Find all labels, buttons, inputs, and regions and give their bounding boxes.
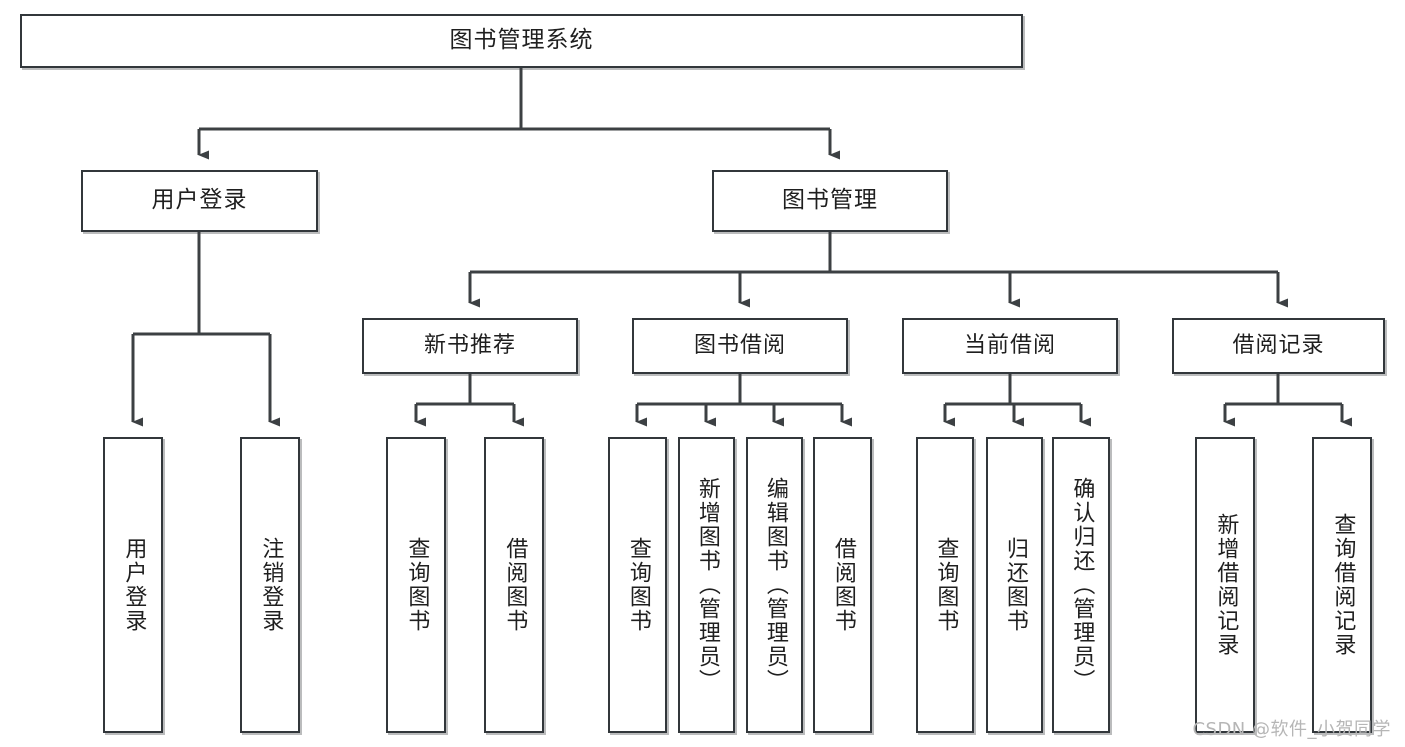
node-leaf-user-login-label: 用户登录 <box>121 537 147 633</box>
node-leaf-borrow-book-1[interactable]: 借阅图书 <box>484 437 544 733</box>
node-leaf-add-book-label: 新增图书（管理员） <box>694 477 720 693</box>
node-current-borrow[interactable]: 当前借阅 <box>902 318 1118 374</box>
node-leaf-return-book[interactable]: 归还图书 <box>986 437 1043 733</box>
node-leaf-query-record[interactable]: 查询借阅记录 <box>1312 437 1372 733</box>
node-leaf-add-record-label: 新增借阅记录 <box>1213 513 1239 657</box>
node-leaf-query-book-1[interactable]: 查询图书 <box>386 437 446 733</box>
node-user-login[interactable]: 用户登录 <box>81 170 318 232</box>
node-leaf-confirm-return[interactable]: 确认归还（管理员） <box>1052 437 1110 733</box>
node-leaf-query-book-2[interactable]: 查询图书 <box>608 437 667 733</box>
node-borrow-record[interactable]: 借阅记录 <box>1172 318 1385 374</box>
node-leaf-confirm-return-label: 确认归还（管理员） <box>1069 477 1095 693</box>
node-leaf-query-book-3-label: 查询图书 <box>933 537 959 633</box>
node-leaf-logout-login[interactable]: 注销登录 <box>240 437 300 733</box>
node-book-manage[interactable]: 图书管理 <box>712 170 948 232</box>
node-leaf-edit-book[interactable]: 编辑图书（管理员） <box>746 437 803 733</box>
node-root[interactable]: 图书管理系统 <box>20 14 1023 68</box>
node-leaf-logout-login-label: 注销登录 <box>258 537 284 633</box>
node-book-borrow-label: 图书借阅 <box>693 333 786 359</box>
node-leaf-query-record-label: 查询借阅记录 <box>1330 513 1356 657</box>
node-leaf-user-login[interactable]: 用户登录 <box>103 437 163 733</box>
node-leaf-query-book-1-label: 查询图书 <box>404 537 430 633</box>
node-leaf-edit-book-label: 编辑图书（管理员） <box>762 477 788 693</box>
node-book-manage-label: 图书管理 <box>782 187 878 214</box>
node-borrow-record-label: 借阅记录 <box>1232 333 1325 359</box>
node-leaf-query-book-2-label: 查询图书 <box>625 537 651 633</box>
node-user-login-label: 用户登录 <box>151 187 248 214</box>
node-current-borrow-label: 当前借阅 <box>963 333 1056 359</box>
csdn-watermark: CSDN @软件_小贺同学 <box>1192 719 1391 740</box>
node-leaf-borrow-book-2-label: 借阅图书 <box>830 537 856 633</box>
node-leaf-add-record[interactable]: 新增借阅记录 <box>1195 437 1255 733</box>
node-root-label: 图书管理系统 <box>449 27 594 54</box>
node-new-book-recommend[interactable]: 新书推荐 <box>362 318 578 374</box>
node-book-borrow[interactable]: 图书借阅 <box>632 318 848 374</box>
node-leaf-borrow-book-2[interactable]: 借阅图书 <box>813 437 872 733</box>
node-new-book-recommend-label: 新书推荐 <box>423 333 516 359</box>
node-leaf-add-book[interactable]: 新增图书（管理员） <box>678 437 735 733</box>
node-leaf-return-book-label: 归还图书 <box>1002 537 1028 633</box>
node-leaf-query-book-3[interactable]: 查询图书 <box>916 437 974 733</box>
node-leaf-borrow-book-1-label: 借阅图书 <box>502 537 528 633</box>
